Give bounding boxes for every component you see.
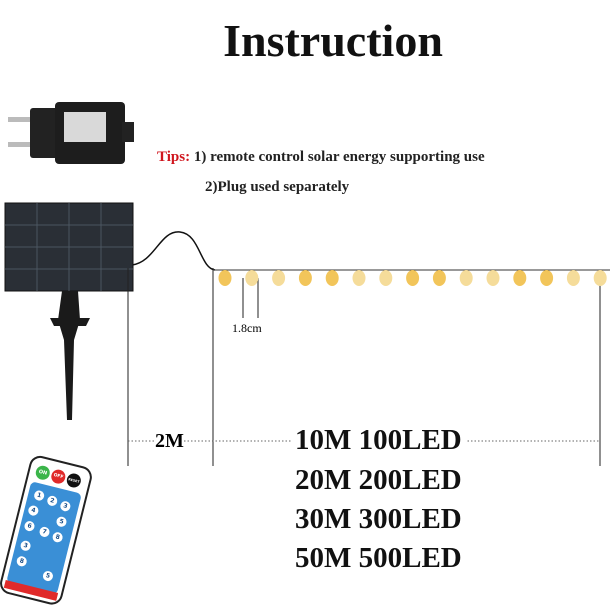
remote-key-label: 6	[27, 522, 33, 530]
remote-key	[16, 556, 27, 567]
bulb-string	[218, 270, 607, 286]
bulb	[245, 270, 259, 286]
remote-key-label: 5	[59, 518, 65, 526]
remote-off-label: OFF	[53, 472, 64, 480]
remote-key	[39, 526, 50, 537]
remote-key-label: 2	[49, 497, 55, 505]
remote-key	[34, 490, 45, 501]
remote-key	[20, 540, 31, 551]
power-adapter	[8, 102, 134, 164]
remote-key-label: 7	[42, 528, 48, 536]
tip-1: 1) remote control solar energy supportin…	[190, 149, 485, 165]
bulb	[325, 270, 339, 286]
tips-line-1: Tips: 1) remote control solar energy sup…	[157, 149, 485, 166]
bulb	[218, 270, 232, 286]
bulb-spacing-label: 1.8cm	[232, 321, 262, 335]
page-title: Instruction	[223, 15, 443, 66]
option-10m: 10M 100LED	[291, 424, 466, 457]
option-20m: 20M 200LED	[295, 464, 462, 496]
remote-key	[52, 532, 63, 543]
bulb	[272, 270, 286, 286]
option-30m: 30M 300LED	[295, 503, 462, 535]
bulb	[432, 270, 446, 286]
remote-key	[60, 501, 71, 512]
remote-key-label: 8	[55, 533, 61, 541]
option-50m: 50M 500LED	[295, 542, 462, 574]
solar-panel	[4, 202, 134, 420]
remote-key-label: 3	[23, 542, 29, 550]
bulb	[406, 270, 420, 286]
remote-key-label: 1	[36, 492, 42, 500]
remote-reset-label: RESET	[68, 477, 81, 484]
bulb	[379, 270, 393, 286]
remote-key	[56, 516, 67, 527]
bulb	[298, 270, 312, 286]
bulb	[540, 270, 554, 286]
bulb	[486, 270, 500, 286]
remote-on-label: ON	[38, 469, 48, 477]
bulb	[513, 270, 527, 286]
lead-length-label: 2M	[155, 430, 184, 453]
remote-key	[47, 495, 58, 506]
remote-key	[24, 521, 35, 532]
remote-key-label: 3	[62, 502, 68, 510]
bulb	[352, 270, 366, 286]
remote-key	[28, 505, 39, 516]
bulb	[593, 270, 607, 286]
remote-key-label: 5	[45, 572, 51, 580]
remote-key	[42, 571, 53, 582]
bulb	[459, 270, 473, 286]
bulb	[566, 270, 580, 286]
tips-label: Tips:	[157, 149, 191, 165]
remote-key-label: 4	[30, 507, 36, 515]
tip-2: 2)Plug used separately	[205, 179, 350, 195]
remote-key-label: 8	[19, 557, 25, 565]
